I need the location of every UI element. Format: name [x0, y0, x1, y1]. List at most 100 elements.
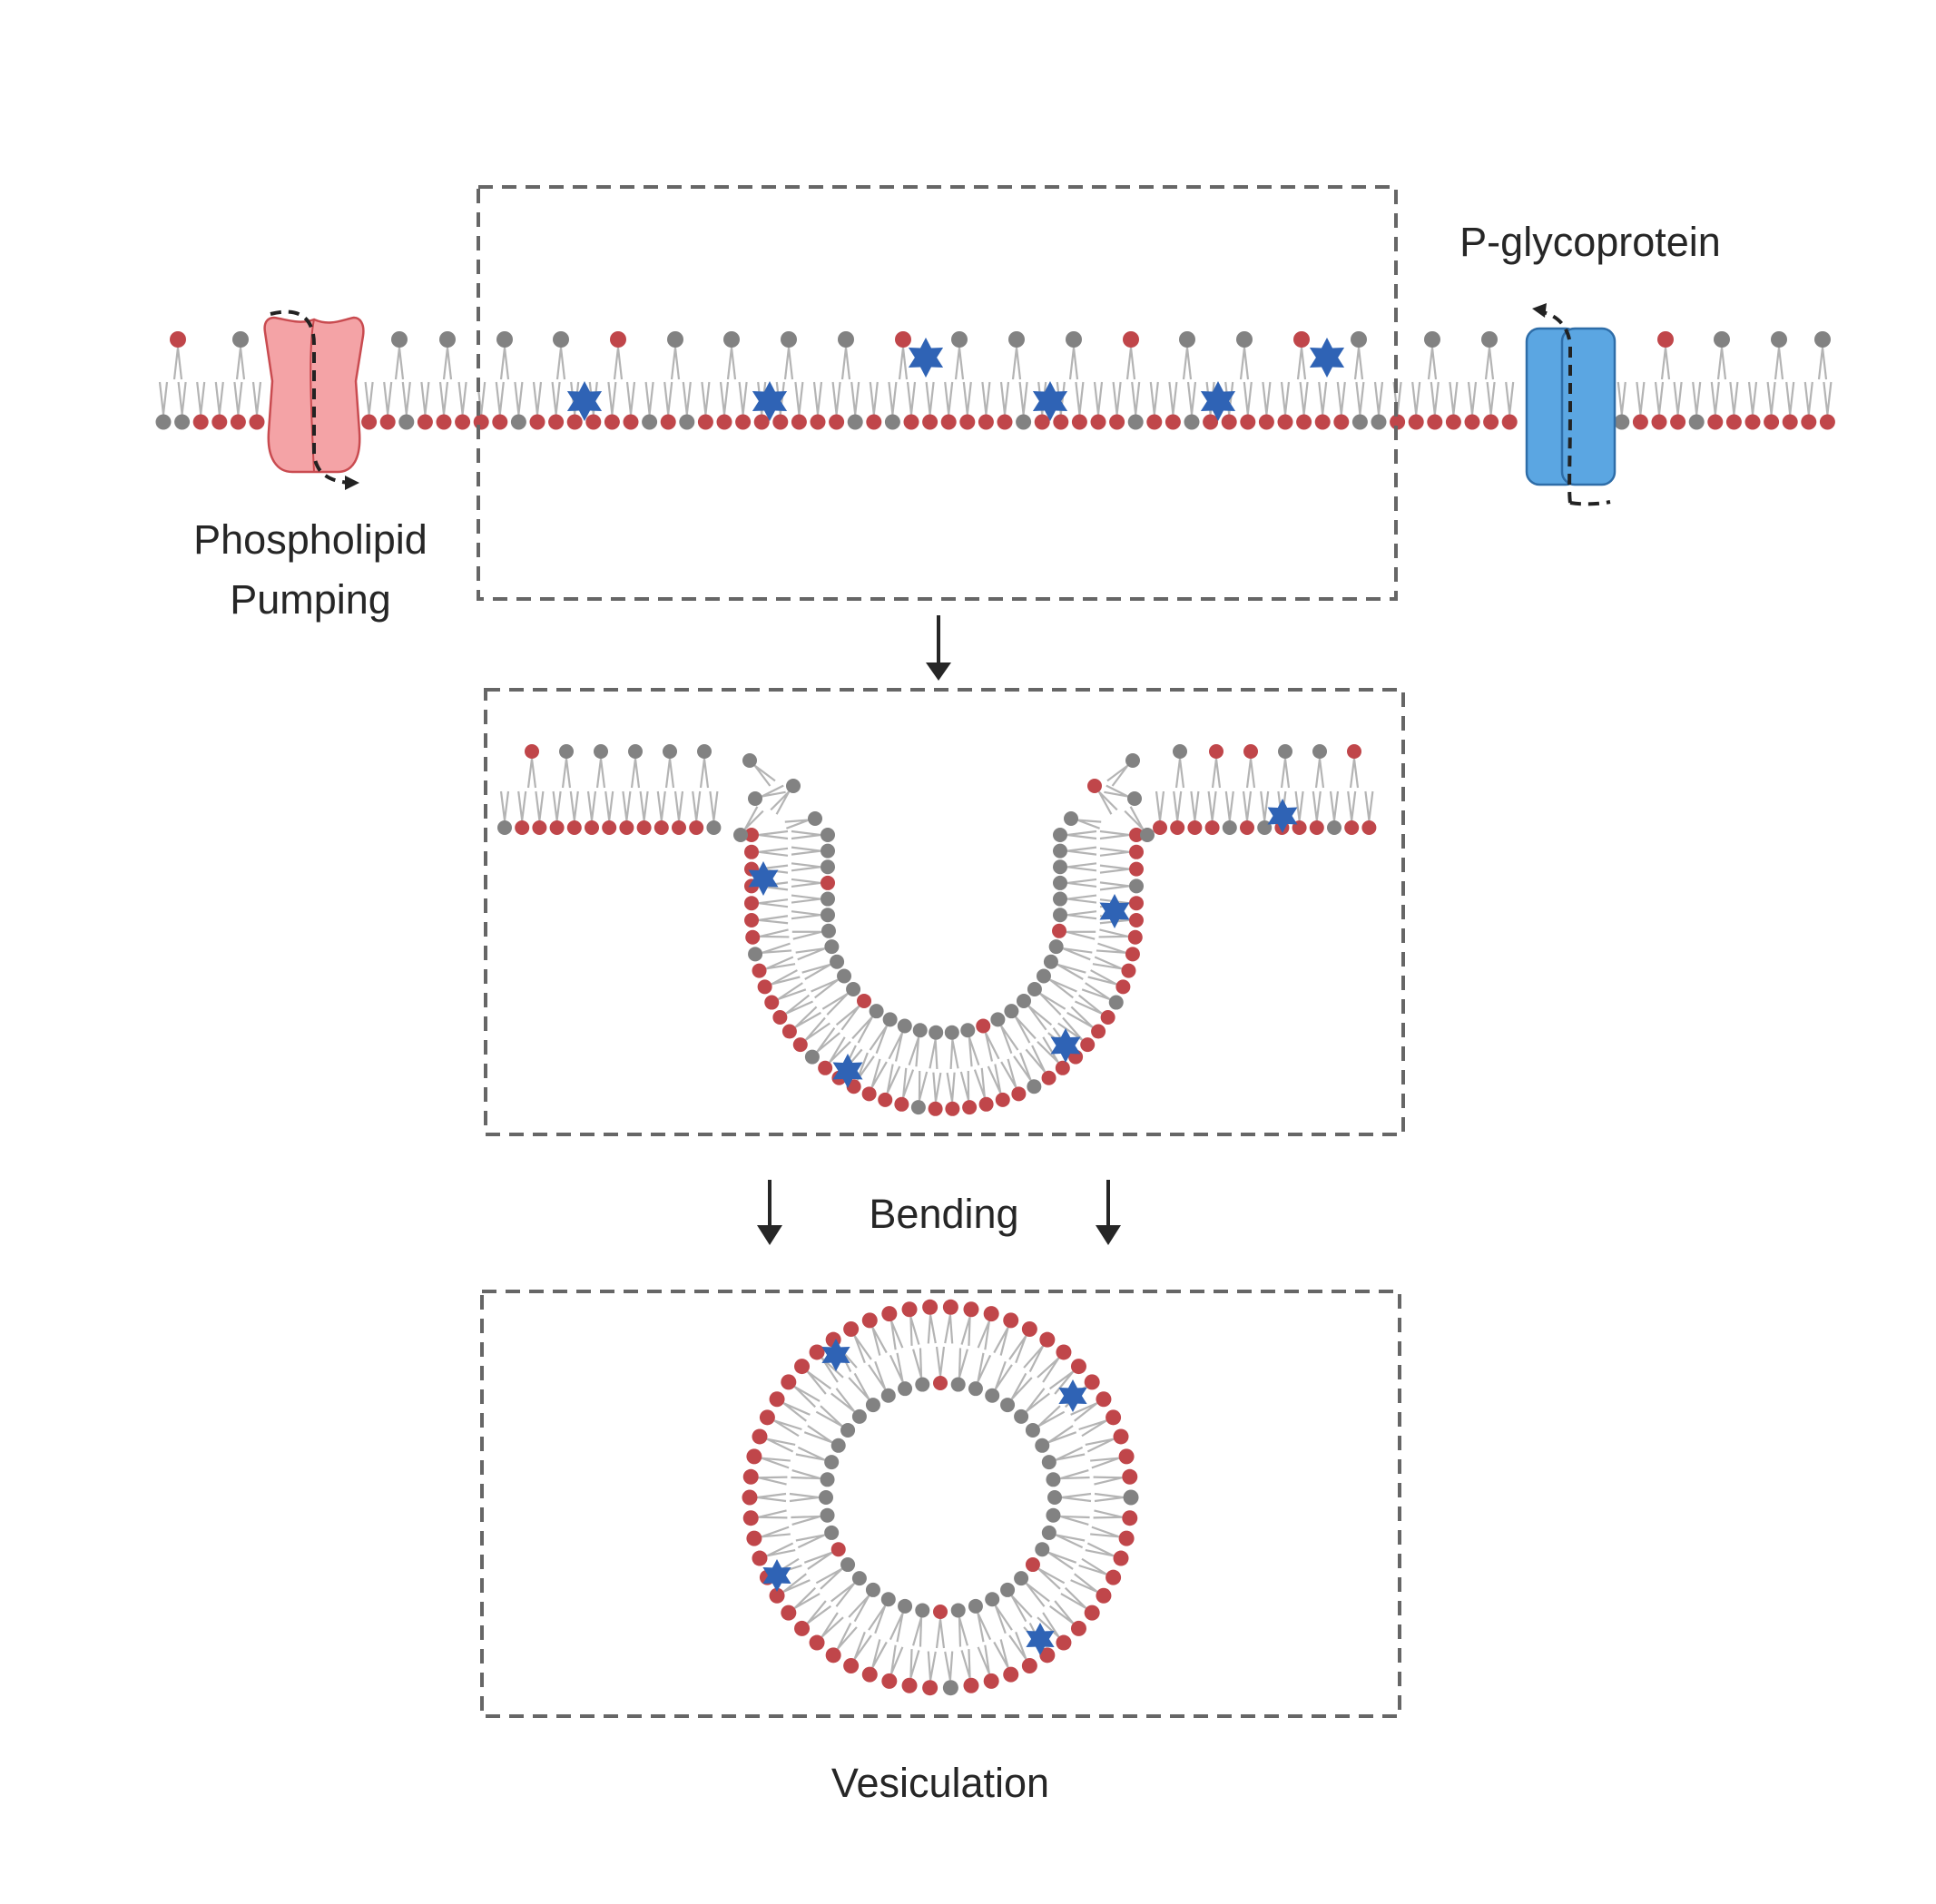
lipid-head — [1725, 414, 1742, 430]
lipid-tail — [1023, 1345, 1045, 1373]
lipid-head — [1127, 414, 1144, 430]
lipid-head — [825, 1647, 841, 1664]
lipid-head — [878, 1092, 893, 1107]
lipid-tail — [1617, 381, 1626, 415]
lipid-tail — [1025, 1582, 1050, 1607]
lipid-tail — [1061, 1492, 1092, 1503]
lipid-head — [1123, 1489, 1139, 1506]
lipid-tail — [1484, 347, 1495, 380]
lipid-tail — [815, 1405, 843, 1428]
lipid-head — [1080, 1037, 1096, 1053]
lipid-tail — [770, 790, 791, 815]
lipid-tail — [890, 1644, 904, 1674]
lipid-tail — [1093, 1476, 1123, 1486]
lipid-head — [959, 414, 976, 430]
flat-membrane-bilayer — [155, 331, 1835, 430]
lipid-tail — [1068, 347, 1079, 380]
lipid-tail — [815, 1567, 843, 1590]
lipid-head — [748, 791, 762, 806]
lipid-tail — [783, 347, 794, 380]
lipid-tail — [214, 381, 224, 415]
p-glycoprotein-label: P-glycoprotein — [1459, 219, 1721, 265]
lipid-head — [962, 1100, 978, 1115]
lipid-head — [968, 1598, 983, 1614]
lipid-tail — [1085, 1438, 1115, 1453]
lipid-tail — [853, 1335, 872, 1364]
lipid-head — [1021, 1658, 1037, 1674]
lipid-head — [1096, 1587, 1112, 1604]
lipid-tail — [552, 790, 562, 821]
lipid-head — [752, 1428, 768, 1445]
lipid-tail — [1093, 1509, 1123, 1519]
lipid-tail — [1182, 347, 1193, 380]
lipid-tail — [794, 1006, 821, 1028]
lipid-tail — [532, 381, 543, 415]
lipid-tail — [682, 381, 692, 415]
lipid-head — [249, 414, 265, 430]
lipid-tail — [831, 381, 841, 415]
lipid-head — [990, 1012, 1006, 1027]
lipid-head — [628, 744, 643, 759]
lipid-head — [1129, 844, 1144, 859]
lipid-tail — [758, 1509, 788, 1519]
lipid-head — [1501, 414, 1518, 430]
lipid-head — [1333, 414, 1350, 430]
lipid-head — [983, 1306, 999, 1322]
lipid-tail — [663, 381, 673, 415]
lipid-head — [1004, 1004, 1019, 1019]
lipid-head — [869, 1004, 884, 1019]
lipid-head — [928, 1101, 943, 1116]
lipid-head — [553, 331, 569, 348]
lipid-head — [1053, 843, 1067, 859]
lipid-head — [636, 820, 652, 835]
lipid-head — [1179, 331, 1195, 348]
lipid-tail — [773, 1419, 802, 1438]
lipid-head — [1034, 414, 1050, 430]
lipid-head — [1632, 414, 1648, 430]
lipid-tail — [1373, 381, 1384, 415]
lipid-head — [922, 1299, 939, 1315]
lipid-head — [1614, 414, 1630, 430]
lipid-head — [1043, 954, 1058, 969]
lipid-tail — [816, 1027, 840, 1053]
lipid-head — [843, 1658, 860, 1674]
lipid-tail — [1060, 1469, 1090, 1480]
lipid-head — [769, 1391, 785, 1408]
lipid-head — [830, 1438, 846, 1453]
lipid-head — [865, 1398, 880, 1413]
lipid-tail — [1242, 790, 1253, 821]
lipid-tail — [906, 381, 917, 415]
lipid-head — [960, 1023, 976, 1038]
lipid-head — [847, 414, 863, 430]
lipid-head — [1203, 414, 1219, 430]
lipid-head — [942, 1299, 958, 1315]
lipid-head — [733, 828, 748, 842]
lipid-tail — [535, 790, 545, 821]
star-icon — [821, 1339, 850, 1371]
lipid-head — [1021, 1320, 1037, 1337]
lipid-head — [744, 828, 759, 842]
lipid-tail — [569, 790, 579, 821]
lipid-tail — [514, 381, 524, 415]
lipid-head — [566, 414, 583, 430]
lipid-tail — [944, 1314, 954, 1344]
lipid-tail — [1099, 864, 1130, 874]
lipid-head — [1424, 331, 1440, 348]
lipid-tail — [1037, 1567, 1066, 1590]
lipid-head — [1055, 1060, 1070, 1075]
lipid-tail — [1430, 381, 1440, 415]
lipid-head — [1764, 414, 1780, 430]
lipid-tail — [958, 1348, 968, 1378]
stage-frame-top — [477, 185, 1398, 601]
lipid-head — [174, 414, 191, 430]
lipid-head — [1670, 414, 1686, 430]
lipid-head — [549, 820, 565, 835]
lipid-tail — [806, 1600, 831, 1624]
lipid-tail — [868, 1605, 887, 1634]
lipid-tail — [927, 1314, 937, 1344]
lipid-tail — [871, 1327, 888, 1356]
lipid-tail — [850, 381, 860, 415]
lipid-head — [1035, 1542, 1050, 1557]
lipid-tail — [644, 381, 654, 415]
lipid-tail — [977, 1320, 990, 1350]
